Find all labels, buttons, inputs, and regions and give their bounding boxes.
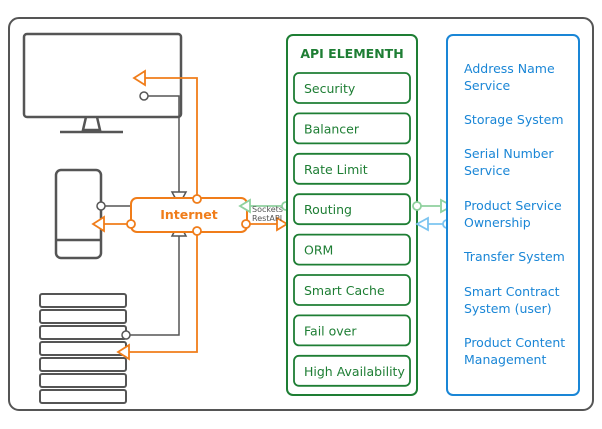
api-item-label: High Availability (304, 364, 405, 379)
services-panel (446, 34, 580, 396)
service-item-line: Management (464, 352, 546, 367)
api-item-label: Routing (304, 202, 352, 217)
api-item-box (293, 193, 411, 226)
api-item-routing: Routing (293, 193, 411, 226)
api-item-box (293, 112, 411, 145)
api-item-box (293, 72, 411, 104)
service-item-line: Service (464, 163, 511, 178)
monitor-icon (22, 32, 183, 134)
internet-ports (126, 194, 251, 236)
api-item-smart-cache: Smart Cache (293, 274, 411, 306)
api-item-label: ORM (304, 243, 333, 258)
device-uplink-endpoints (96, 91, 149, 340)
api-item-balancer: Balancer (293, 112, 411, 145)
service-item-line: Address Name (464, 61, 555, 76)
service-item-line: Product Content (464, 335, 565, 350)
api-item-box (293, 152, 411, 185)
api-item-box (293, 274, 411, 306)
api-item-box (293, 233, 411, 266)
api-item-box (293, 314, 411, 347)
protocol-restapi-label: RestAPI (252, 214, 282, 223)
service-item-line: Smart Contract (464, 284, 560, 299)
downlink-arrowheads (91, 69, 146, 361)
service-item-transfer-system: Transfer System (463, 249, 565, 264)
api-item-high-availability: High Availability (293, 354, 411, 387)
service-item-line: Storage System (464, 112, 564, 127)
service-item-storage-system: Storage System (464, 112, 564, 127)
api-element-title: API ELEMENTH (300, 46, 403, 61)
api-item-label: Smart Cache (304, 283, 385, 298)
service-item-line: System (user) (464, 301, 552, 316)
internet-label: Internet (160, 207, 218, 222)
api-item-security: Security (293, 72, 411, 104)
api-item-label: Fail over (304, 323, 357, 338)
api-item-orm: ORM (293, 233, 411, 266)
phone-icon (54, 168, 103, 260)
api-item-label: Balancer (304, 121, 360, 136)
response-arrow (238, 198, 251, 214)
api-item-label: Security (304, 81, 356, 96)
service-item-line: Service (464, 78, 511, 93)
service-item-line: Product Service (464, 198, 562, 213)
internet-node: Internet (130, 197, 248, 233)
request-arrow (276, 216, 289, 232)
server-stack-icon (39, 293, 127, 404)
services-response-arrow (415, 216, 429, 232)
outer-frame (8, 17, 594, 411)
service-item-line: Serial Number (464, 146, 554, 161)
api-item-fail-over: Fail over (293, 314, 411, 347)
protocol-sockets-label: Sockets (252, 205, 283, 214)
service-item-line: Transfer System (463, 249, 565, 264)
api-item-rate-limit: Rate Limit (293, 152, 411, 185)
api-item-label: Rate Limit (304, 162, 368, 177)
internet-api-link (250, 205, 284, 225)
device-uplinks (101, 95, 180, 336)
service-item-line: Ownership (464, 215, 531, 230)
api-item-box (293, 354, 411, 387)
routing-port-right (412, 201, 422, 211)
